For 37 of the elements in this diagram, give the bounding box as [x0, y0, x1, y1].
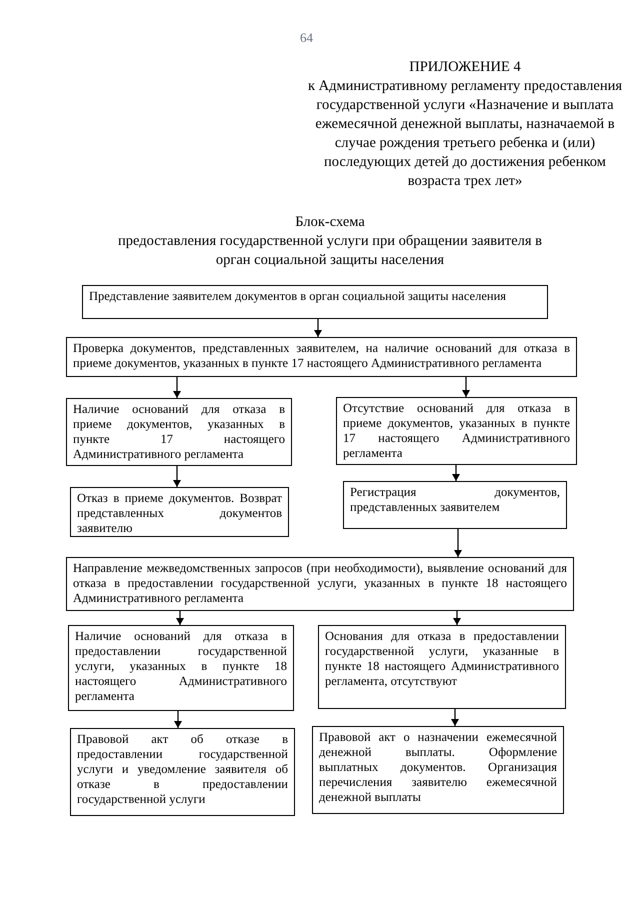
box-text: Наличие оснований для отказа в предоставлении государственной услуги, указанных в пункте 18 настоящего Административного регламента: [75, 629, 287, 704]
process-box: [66, 557, 574, 611]
process-box: [343, 481, 567, 529]
box-text: Наличие оснований для отказа в приеме документов, указанных в пункте 17 настоящего Административного регламента: [73, 402, 285, 462]
box-text: Представление заявителем документов в орган социальной защиты населения: [89, 289, 508, 304]
process-box: [68, 625, 294, 711]
box-text: Отказ в приеме документов. Возврат представленных документов заявителю: [77, 491, 282, 536]
box-text: Регистрация документов, представленных заявителем: [350, 485, 560, 515]
process-box: [82, 285, 548, 319]
scheme-title: Блок-схема: [295, 213, 365, 232]
box-text: Правовой акт о назначении ежемесячной денежной выплаты. Оформление выплатных документов. Организация перечисления заявителю ежемесячной денежной выплаты: [319, 730, 557, 805]
box-text: Направление межведомственных запросов (при необходимости), выявление оснований для отказа в предоставлении государственной услуги, указанных в пункте 18 настоящего Административного регламента: [73, 561, 567, 606]
box-text: Отсутствие оснований для отказа в приеме документов, указанных в пункте 17 настоящего Административного регламента: [343, 401, 570, 461]
arrow: [451, 709, 459, 726]
process-box: [312, 726, 564, 814]
arrow: [462, 377, 470, 397]
process-box: [66, 398, 292, 466]
arrow: [176, 611, 184, 625]
scheme-subtitle: предоставления государственной услуги при обращении заявителя в орган социальной защиты населения: [116, 232, 544, 270]
appendix-subtitle: к Административному регламенту предоставления государственной услуги «Назначение и выплата ежемесячной денежной выплаты, назначаемой в случае рождения третьего ребенка и (или) последующих детей до достижения ребенком возраста трех лет»: [306, 77, 624, 191]
arrow: [174, 711, 182, 728]
arrow: [453, 611, 461, 625]
arrow: [173, 377, 181, 398]
process-box: [336, 397, 577, 465]
appendix-heading: ПРИЛОЖЕНИЕ 4: [409, 58, 521, 77]
arrow: [314, 319, 322, 337]
arrow: [452, 465, 460, 481]
process-box: [70, 487, 289, 537]
box-text: Проверка документов, представленных заявителем, на наличие оснований для отказа в приеме документов, указанных в пункте 17 настоящего Административного регламента: [73, 341, 570, 371]
box-text: Основания для отказа в предоставлении государственной услуги, указанные в пункте 18 настоящего Административного регламента, отсутствуют: [325, 629, 559, 689]
process-box: [318, 625, 566, 709]
box-text: Правовой акт об отказе в предоставлении государственной услуги и уведомление заявителя об отказе в предоставлении государственной услуги: [77, 732, 288, 807]
arrow: [454, 529, 462, 557]
arrow: [173, 466, 181, 487]
page-number: 64: [300, 29, 313, 47]
process-box: [70, 728, 295, 816]
process-box: [66, 337, 577, 377]
